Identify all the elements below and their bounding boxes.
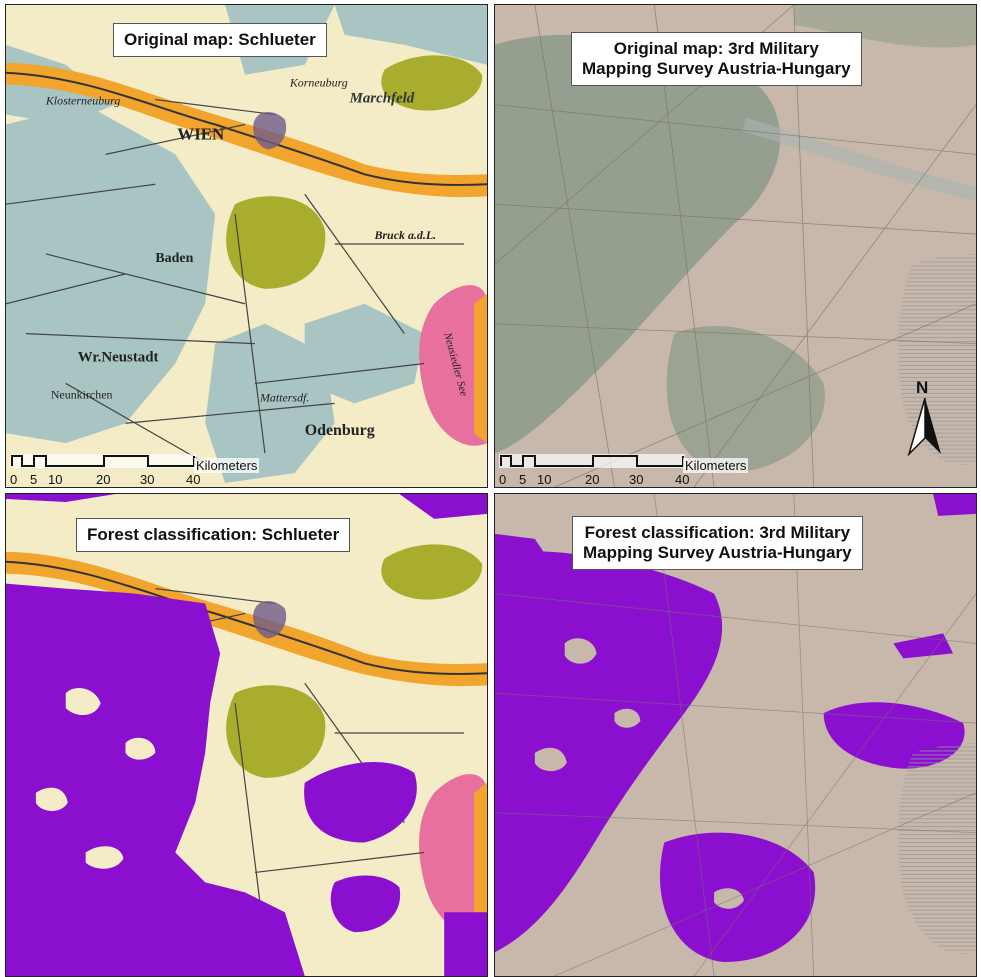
panel-forest-schlueter: Forest classification: Schlueter (5, 493, 488, 977)
north-arrow: N (905, 378, 945, 458)
panel-title-original-military: Original map: 3rd Military Mapping Surve… (571, 32, 862, 86)
panel-title-line2: Mapping Survey Austria-Hungary (582, 59, 851, 78)
label-wr-neustadt: Wr.Neustadt (78, 350, 159, 366)
label-bruck: Bruck a.d.L. (373, 228, 436, 242)
panel-title-original-schlueter: Original map: Schlueter (113, 23, 327, 57)
panel-original-military: Original map: 3rd Military Mapping Surve… (494, 4, 977, 488)
label-baden: Baden (155, 251, 193, 266)
panel-title-line1: Original map: 3rd Military (613, 39, 819, 58)
scale-tick-20: 20 (585, 472, 600, 487)
label-neunkirchen: Neunkirchen (51, 387, 113, 401)
label-korneuburg: Korneuburg (289, 76, 348, 90)
military-forest-map (495, 494, 976, 976)
scale-bar: Kilometers 0 5 10 20 30 40 (8, 452, 278, 487)
scale-tick-40: 40 (186, 472, 201, 487)
scale-tick-5: 5 (30, 472, 38, 487)
scale-tick-10: 10 (537, 472, 552, 487)
scale-tick-0: 0 (10, 472, 18, 487)
panel-title-line2: Mapping Survey Austria-Hungary (583, 543, 852, 562)
scale-bar-unit: Kilometers (194, 458, 260, 473)
scale-tick-5: 5 (519, 472, 527, 487)
panel-title-forest-schlueter: Forest classification: Schlueter (76, 518, 351, 552)
scale-bar: Kilometers 0 5 10 20 30 40 (497, 452, 767, 487)
label-marchfeld: Marchfeld (349, 91, 415, 107)
scale-tick-0: 0 (499, 472, 507, 487)
scale-tick-20: 20 (96, 472, 111, 487)
label-wien: WIEN (177, 124, 224, 143)
scale-bar-graphic (10, 454, 196, 468)
scale-tick-30: 30 (140, 472, 155, 487)
scale-bar-graphic (499, 454, 685, 468)
north-arrow-icon (907, 398, 941, 457)
schlueter-map: WIEN Baden Wr.Neustadt Korneuburg Kloste… (6, 5, 487, 487)
scale-tick-30: 30 (629, 472, 644, 487)
north-label: N (916, 378, 929, 397)
scale-bar-unit: Kilometers (683, 458, 749, 473)
label-odenburg: Odenburg (305, 422, 375, 439)
scale-tick-40: 40 (675, 472, 690, 487)
label-mattersdorf: Mattersdf. (259, 390, 309, 404)
schlueter-forest-map (6, 494, 487, 976)
panel-title-line1: Forest classification: 3rd Military (584, 523, 851, 542)
scale-tick-10: 10 (48, 472, 63, 487)
panel-original-schlueter: WIEN Baden Wr.Neustadt Korneuburg Kloste… (5, 4, 488, 488)
panel-forest-military: Forest classification: 3rd Military Mapp… (494, 493, 977, 977)
panel-title-forest-military: Forest classification: 3rd Military Mapp… (572, 516, 863, 570)
label-klosterneuburg: Klosterneuburg (45, 94, 121, 108)
